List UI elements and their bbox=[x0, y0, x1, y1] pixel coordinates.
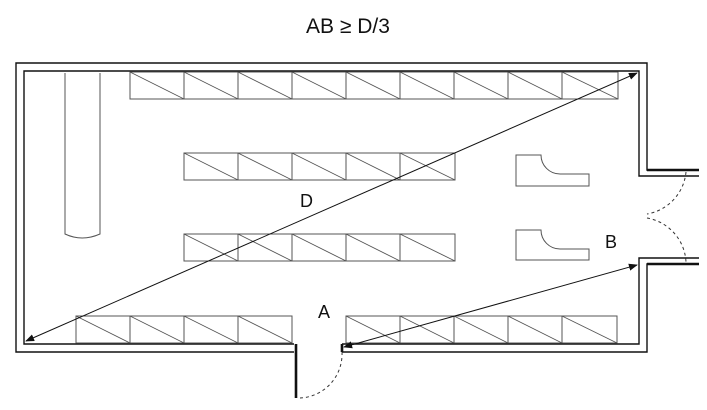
shelf-row-bottom-right bbox=[345, 315, 618, 344]
checkout-counter-upper bbox=[515, 154, 590, 187]
inner-wall bbox=[23, 70, 699, 345]
distance-ab-line bbox=[343, 263, 638, 349]
shelf-row-middle-lower bbox=[183, 233, 456, 262]
shelf-row-middle-upper bbox=[183, 152, 456, 181]
label-a: A bbox=[318, 302, 330, 322]
outer-wall bbox=[15, 62, 699, 353]
label-d: D bbox=[300, 191, 313, 211]
label-b: B bbox=[605, 232, 617, 252]
shelf-row-top bbox=[129, 71, 619, 100]
diagram-title: AB ≥ D/3 bbox=[306, 15, 390, 38]
right-door bbox=[646, 168, 699, 266]
shelf-row-bottom-left bbox=[75, 315, 293, 344]
checkout-counter-lower bbox=[515, 229, 590, 261]
bottom-door bbox=[294, 344, 344, 399]
pillar bbox=[64, 73, 101, 239]
diagonal-d-line bbox=[25, 72, 638, 342]
outer-wall-lower bbox=[342, 263, 699, 353]
inner-wall-lower bbox=[342, 257, 699, 345]
